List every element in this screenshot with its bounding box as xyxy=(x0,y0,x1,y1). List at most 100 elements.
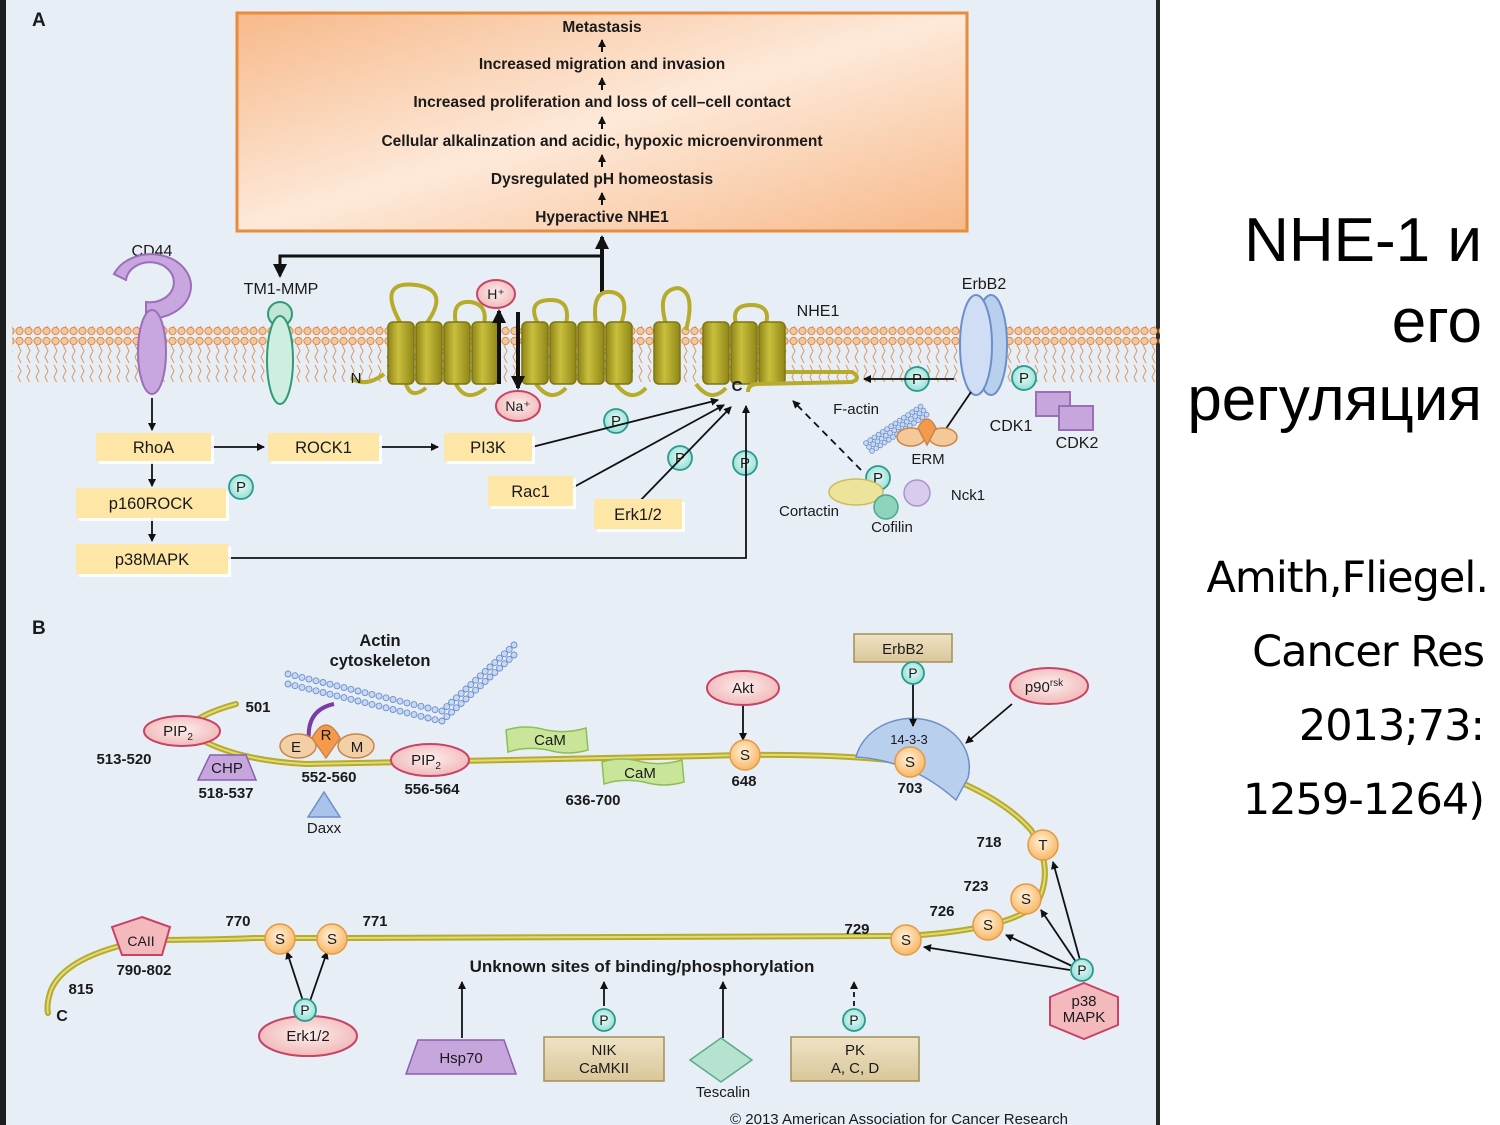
nhe1-to-cascade-arrow xyxy=(273,235,609,292)
svg-text:Rac1: Rac1 xyxy=(511,483,550,501)
erm-binding-complex: E R M xyxy=(279,724,375,760)
pk-phospho-icon: P xyxy=(842,1008,866,1032)
p38-b-phospho-icon: P xyxy=(1070,958,1094,982)
nhe1-regulation-diagram: A Metastasis Increased migration and inv… xyxy=(12,10,1162,1125)
svg-text:723: 723 xyxy=(963,878,988,895)
svg-text:T: T xyxy=(1038,837,1047,854)
c-terminus-label: C xyxy=(732,378,743,395)
svg-text:S: S xyxy=(901,932,911,949)
svg-text:518-537: 518-537 xyxy=(198,785,253,802)
erm-label: ERM xyxy=(911,451,944,468)
svg-text:636-700: 636-700 xyxy=(565,792,620,809)
svg-text:S: S xyxy=(983,917,993,934)
cascade-step-metastasis: Metastasis xyxy=(562,19,641,36)
site-s729: S xyxy=(890,924,922,956)
svg-text:P: P xyxy=(908,666,917,681)
pip2-binder-b: PIP2 xyxy=(390,743,470,777)
svg-text:Daxx: Daxx xyxy=(307,820,342,837)
svg-text:R: R xyxy=(321,727,332,744)
svg-text:790-802: 790-802 xyxy=(116,962,171,979)
tm1-mmp-label: TM1-MMP xyxy=(244,281,319,298)
svg-text:501: 501 xyxy=(245,699,270,716)
svg-text:CAII: CAII xyxy=(127,933,154,949)
site-s771: S xyxy=(316,923,348,955)
chp-binder: CHP xyxy=(196,754,258,781)
svg-text:H⁺: H⁺ xyxy=(487,286,505,302)
slide-title-line-1: NHE-1 и xyxy=(1244,206,1482,275)
svg-text:Akt: Akt xyxy=(732,680,755,697)
cdk-complex: CDK1 CDK2 xyxy=(990,391,1098,452)
svg-text:F-actin: F-actin xyxy=(833,401,879,418)
panel-b-label: B xyxy=(32,618,46,639)
erk12-box: Erk1/2 xyxy=(594,499,685,532)
svg-text:NIK: NIK xyxy=(591,1042,616,1059)
p160rock-box: p160ROCK xyxy=(76,488,229,521)
actin-cytoskeleton: Actin cytoskeleton xyxy=(284,632,518,742)
svg-text:P: P xyxy=(1077,963,1086,978)
svg-text:726: 726 xyxy=(929,903,954,920)
p38-mapk-kinase: p38 MAPK xyxy=(1049,981,1119,1041)
svg-text:771: 771 xyxy=(362,913,387,930)
pk-acd-box: PK A, C, D xyxy=(790,1036,920,1082)
svg-text:cytoskeleton: cytoskeleton xyxy=(330,652,431,670)
citation-line-3: 2013;73: xyxy=(1298,701,1485,751)
svg-text:C: C xyxy=(56,1008,68,1025)
erk12-kinase: Erk1/2 xyxy=(258,1015,358,1057)
site-s726: S xyxy=(972,909,1004,941)
svg-text:S: S xyxy=(740,747,750,764)
n-terminus-label: N xyxy=(351,370,362,387)
svg-text:14-3-3: 14-3-3 xyxy=(890,732,928,747)
panel-b-phospho-groups: P P P P P xyxy=(293,661,1094,1032)
svg-text:E: E xyxy=(291,739,301,756)
svg-text:Actin: Actin xyxy=(359,632,400,650)
svg-text:p38: p38 xyxy=(1071,993,1096,1010)
erbb2-phospho-icon-2: P xyxy=(1011,365,1037,391)
svg-text:P: P xyxy=(236,479,246,496)
cortactin-complex: Cortactin Cofilin Nck1 xyxy=(779,478,985,536)
residue-labels: 501 513-520 518-537 552-560 556-564 636-… xyxy=(56,699,1001,1025)
nhe1-transporter: N NHE1 C xyxy=(349,282,859,397)
svg-text:S: S xyxy=(327,931,337,948)
outcome-cascade-box: Metastasis Increased migration and invas… xyxy=(235,11,969,233)
p160rock-phospho-icon: P xyxy=(228,474,254,500)
panel-b-signaling-arrows xyxy=(285,684,1081,1038)
erk12-phospho-icon: P xyxy=(667,445,693,471)
caii-binder: CAII xyxy=(110,915,172,956)
svg-text:PI3K: PI3K xyxy=(470,439,506,457)
site-s770: S xyxy=(264,923,296,955)
sodium-ion: Na⁺ xyxy=(495,390,541,422)
nck1-label: Nck1 xyxy=(951,487,985,504)
cam-binder-b: CaM xyxy=(601,758,685,786)
svg-text:Erk1/2: Erk1/2 xyxy=(614,506,662,524)
nhe1-helices xyxy=(387,321,786,385)
erm-complex: ERM xyxy=(896,418,958,468)
rac1-box: Rac1 xyxy=(488,476,576,509)
p38mapk-phospho-icon: P xyxy=(732,450,758,476)
svg-text:ROCK1: ROCK1 xyxy=(295,439,352,457)
erbb2-label: ErbB2 xyxy=(962,276,1007,293)
svg-text:S: S xyxy=(1021,891,1031,908)
phosphorylation-sites: S S T S S S S S xyxy=(264,739,1059,956)
svg-text:815: 815 xyxy=(68,981,93,998)
site-s703: S xyxy=(894,746,926,778)
svg-text:RhoA: RhoA xyxy=(133,439,174,457)
svg-text:S: S xyxy=(275,931,285,948)
svg-text:S: S xyxy=(905,754,915,771)
pi3k-phospho-icon: P xyxy=(603,408,629,434)
svg-text:P: P xyxy=(873,470,883,487)
svg-text:M: M xyxy=(351,739,364,756)
svg-text:P: P xyxy=(611,413,621,430)
svg-text:552-560: 552-560 xyxy=(301,769,356,786)
svg-text:P: P xyxy=(300,1003,309,1018)
tescalin-binder: Tescalin xyxy=(688,1037,754,1101)
svg-text:770: 770 xyxy=(225,913,250,930)
nik-phospho-icon: P xyxy=(592,1008,616,1032)
cd44-receptor: CD44 xyxy=(112,243,192,395)
rock1-box: ROCK1 xyxy=(268,433,382,464)
cascade-step-ph-homeostasis: Dysregulated pH homeostasis xyxy=(491,171,713,188)
unknown-sites-label: Unknown sites of binding/phosphorylation xyxy=(470,957,815,976)
svg-text:P: P xyxy=(849,1013,858,1028)
pip2-binder-a: PIP2 xyxy=(143,715,221,747)
svg-text:556-564: 556-564 xyxy=(404,781,460,798)
